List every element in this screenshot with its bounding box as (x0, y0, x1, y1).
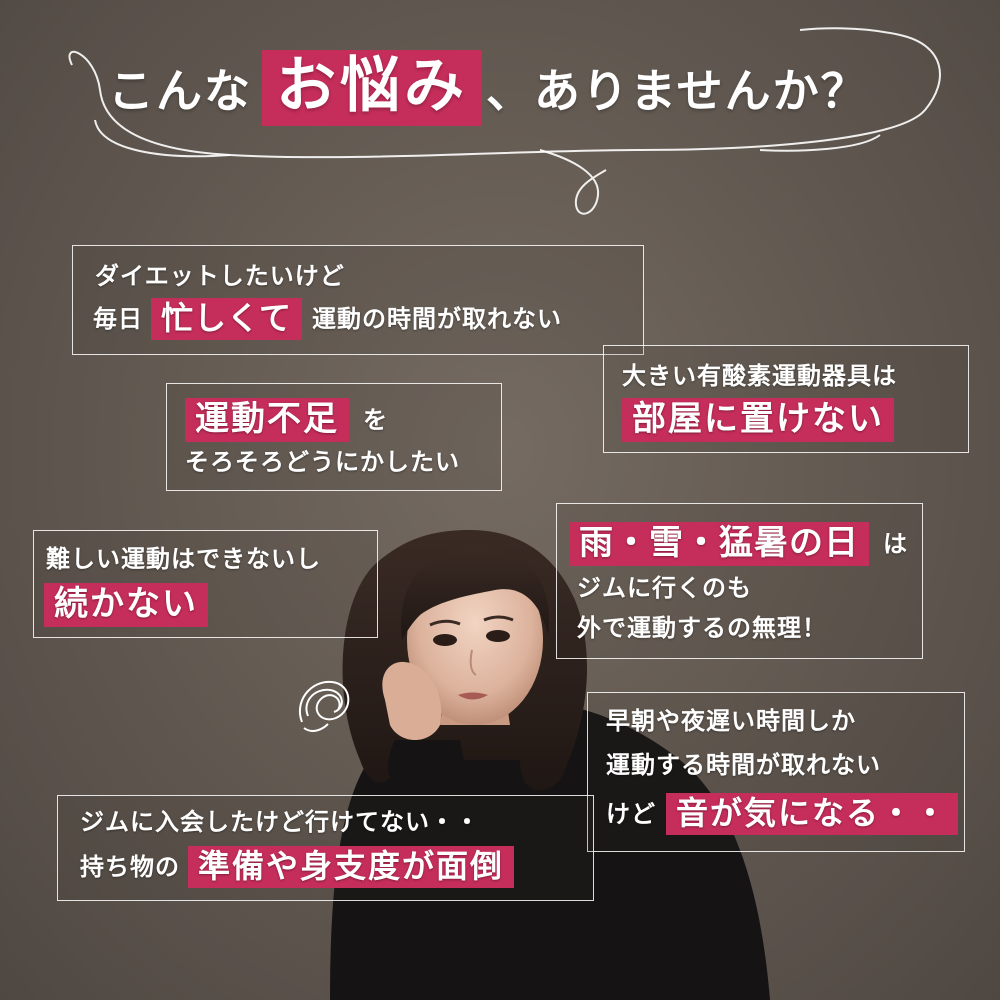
concern-text: 難しい運動はできないし (46, 544, 321, 573)
concern-line: けど 音が気になる・・ (606, 793, 959, 835)
concern-text: ジムに入会したけど行けてない・・ (80, 807, 480, 836)
concern-text: を (363, 405, 387, 434)
concern-text: ジムに行くのも (577, 573, 752, 602)
concern-text: ダイエットしたいけど (95, 261, 345, 290)
concern-highlight: 準備や身支度が面倒 (188, 846, 515, 888)
concern-text: 持ち物の (80, 852, 180, 881)
concern-card-gym: ジムに入会したけど行けてない・・ 持ち物の 準備や身支度が面倒 (57, 795, 594, 901)
concern-highlight: 運動不足 (185, 398, 349, 442)
concern-highlight: 音が気になる・・ (666, 793, 959, 835)
concern-line: 持ち物の 準備や身支度が面倒 (80, 846, 515, 888)
concern-text: 大きい有酸素運動器具は (622, 361, 897, 390)
concern-card-exercise-lack: 運動不足 を そろそろどうにかしたい (166, 383, 502, 491)
concern-highlight: 部屋に置けない (622, 398, 894, 442)
concern-card-weather: 雨・雪・猛暑の日 は ジムに行くのも 外で運動するの無理！ (556, 503, 923, 659)
concern-text: は (883, 529, 907, 558)
concern-highlight: 雨・雪・猛暑の日 (569, 522, 869, 566)
concern-highlight: 続かない (44, 583, 208, 627)
concern-card-difficulty: 難しい運動はできないし 続かない (33, 530, 378, 638)
concern-text: 運動する時間が取れない (606, 750, 881, 779)
concern-line: 運動不足 を (185, 398, 387, 442)
concern-line: 雨・雪・猛暑の日 は (569, 522, 907, 566)
headline-prefix: こんな (108, 64, 252, 118)
concern-text: 早朝や夜遅い時間しか (606, 706, 856, 735)
concern-line: 続かない (44, 583, 208, 627)
headline-accent: お悩み (262, 50, 482, 126)
concern-highlight: 忙しくて (151, 298, 303, 340)
concern-card-noise: 早朝や夜遅い時間しか 運動する時間が取れない けど 音が気になる・・ (587, 692, 965, 852)
worry-scribble-icon (299, 680, 350, 732)
concern-text: そろそろどうにかしたい (185, 447, 460, 476)
concern-line: 部屋に置けない (622, 398, 894, 442)
concern-text: けど (606, 799, 656, 828)
concern-text: 毎日 (93, 304, 143, 333)
concern-text: 運動の時間が取れない (312, 304, 563, 333)
concern-card-busy: ダイエットしたいけど 毎日 忙しくて 運動の時間が取れない (72, 245, 644, 355)
headline-suffix: 、ありませんか？ (486, 64, 869, 118)
page-title: こんな お悩み 、ありませんか？ (108, 38, 869, 138)
concern-line: 毎日 忙しくて 運動の時間が取れない (93, 298, 562, 340)
concern-card-equipment: 大きい有酸素運動器具は 部屋に置けない (603, 345, 969, 453)
concern-text: 外で運動するの無理！ (577, 613, 827, 642)
